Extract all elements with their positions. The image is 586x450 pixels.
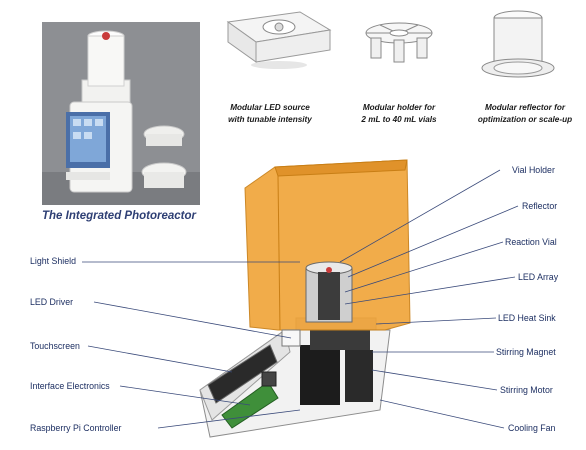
caption-reflector: Modular reflector for optimization or sc… (468, 102, 582, 126)
device-photo (42, 22, 200, 205)
leader-touchscreen (87, 345, 233, 373)
leader-led-driver (93, 301, 292, 339)
holder-module-illustration (365, 22, 433, 63)
leader-reflector (347, 205, 519, 278)
label-cooling-fan: Cooling Fan (508, 423, 556, 433)
label-led-array: LED Array (518, 272, 559, 282)
label-led-heat-sink: LED Heat Sink (498, 313, 556, 323)
caption-led-source-line2: with tunable intensity (228, 115, 312, 124)
label-raspberry-pi-controller: Raspberry Pi Controller (30, 423, 122, 433)
right-leader-lines (339, 169, 519, 429)
label-led-driver: LED Driver (30, 297, 74, 307)
label-stirring-magnet: Stirring Magnet (496, 347, 556, 357)
label-interface-electronics: Interface Electronics (30, 381, 110, 391)
photo-title: The Integrated Photoreactor (42, 210, 196, 222)
leader-led-heat-sink (375, 317, 497, 325)
leader-cooling-fan (379, 399, 505, 429)
caption-reflector-line1: Modular reflector for (484, 103, 566, 112)
left-leader-lines (82, 261, 301, 429)
caption-led-source: Modular LED source with tunable intensit… (222, 102, 318, 126)
reflector-module-illustration (481, 10, 555, 78)
led-source-module-illustration (226, 11, 332, 69)
caption-reflector-line2: optimization or scale-up (477, 115, 573, 124)
leader-reaction-vial (344, 241, 504, 293)
label-stirring-motor: Stirring Motor (500, 385, 553, 395)
leader-interface-electronics (119, 385, 251, 406)
caption-holder: Modular holder for 2 mL to 40 mL vials (350, 102, 448, 126)
photoreactor-photo-illustration (42, 22, 200, 205)
leader-stirring-motor (371, 369, 498, 391)
caption-holder-line1: Modular holder for (362, 103, 436, 112)
label-reflector: Reflector (522, 201, 558, 211)
leader-vial-holder (339, 169, 501, 263)
label-touchscreen: Touchscreen (30, 341, 80, 351)
caption-holder-line2: 2 mL to 40 mL vials (361, 115, 437, 124)
leader-raspberry-pi (157, 409, 301, 429)
photoreactor-cutaway (199, 159, 411, 438)
label-light-shield: Light Shield (30, 256, 76, 266)
leader-led-array (344, 276, 516, 305)
label-vial-holder: Vial Holder (512, 165, 555, 175)
caption-led-source-line1: Modular LED source (230, 103, 310, 112)
label-reaction-vial: Reaction Vial (505, 237, 557, 247)
